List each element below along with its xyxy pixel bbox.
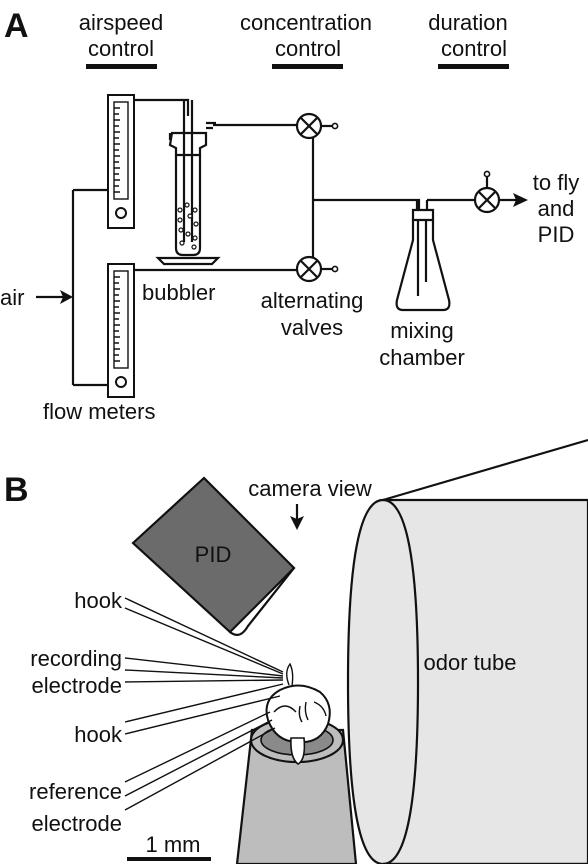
airspeed-header-line1: airspeed	[79, 10, 163, 35]
duration-header-line1: duration	[428, 10, 508, 35]
recording-electrode-label: recording electrode	[30, 646, 122, 698]
camera-view-label: camera view	[248, 476, 372, 501]
airspeed-header-line2: control	[88, 36, 154, 61]
concentration-header-bar	[272, 64, 343, 69]
reference-electrode-line1: reference	[29, 779, 122, 804]
camera-view-arrow	[290, 516, 304, 530]
duration-valve	[473, 170, 501, 214]
mixing-chamber-line2: chamber	[379, 345, 465, 370]
reference-electrode-line2: electrode	[31, 811, 122, 836]
bubbler	[155, 100, 221, 266]
air-label: air	[0, 285, 24, 310]
hook-label-1: hook	[74, 588, 123, 613]
bubbler-label: bubbler	[142, 280, 215, 305]
valve-bottom	[295, 255, 339, 283]
panel-a-letter: A	[4, 7, 29, 45]
alternating-valves-label: alternating valves	[261, 288, 364, 340]
pid-label: PID	[195, 542, 232, 567]
alternating-valves-line2: valves	[281, 315, 343, 340]
output-arrow	[513, 193, 528, 207]
duration-header-line2: control	[441, 36, 507, 61]
mixing-chamber	[395, 200, 451, 312]
recording-electrode-line1: recording	[30, 646, 122, 671]
scale-bar	[127, 857, 211, 861]
panel-b-letter: B	[4, 471, 29, 509]
valve-top	[295, 112, 339, 140]
concentration-control-header: concentration control	[240, 10, 372, 69]
reference-electrode-label: reference electrode	[29, 779, 122, 836]
pid-sensor	[131, 476, 296, 636]
flow-meter-1	[107, 94, 135, 229]
air-inlet-arrow	[60, 290, 73, 304]
mixing-chamber-label: mixing chamber	[379, 318, 465, 370]
hook-label-2: hook	[74, 722, 123, 747]
meter1-to-bubbler-line	[134, 98, 190, 116]
flow-meter-2	[107, 263, 135, 398]
duration-header-bar	[438, 64, 509, 69]
airspeed-header-bar	[86, 64, 157, 69]
mixing-chamber-line1: mixing	[390, 318, 454, 343]
to-fly-label: to fly and PID	[533, 170, 579, 247]
pointer-lines	[124, 597, 284, 811]
duration-control-header: duration control	[428, 10, 509, 69]
fly	[265, 662, 331, 765]
airspeed-control-header: airspeed control	[79, 10, 163, 69]
odor-tube-label: odor tube	[424, 650, 517, 675]
to-fly-line3: PID	[538, 222, 575, 247]
to-fly-line2: and	[538, 196, 575, 221]
odor-tube	[346, 438, 588, 864]
to-fly-line1: to fly	[533, 170, 579, 195]
flow-meters-label: flow meters	[43, 399, 155, 424]
concentration-header-line2: control	[275, 36, 341, 61]
valves-to-chamber-line	[313, 198, 421, 210]
scale-bar-label: 1 mm	[146, 832, 201, 857]
recording-electrode-line2: electrode	[31, 673, 122, 698]
alternating-valves-line1: alternating	[261, 288, 364, 313]
concentration-header-line1: concentration	[240, 10, 372, 35]
